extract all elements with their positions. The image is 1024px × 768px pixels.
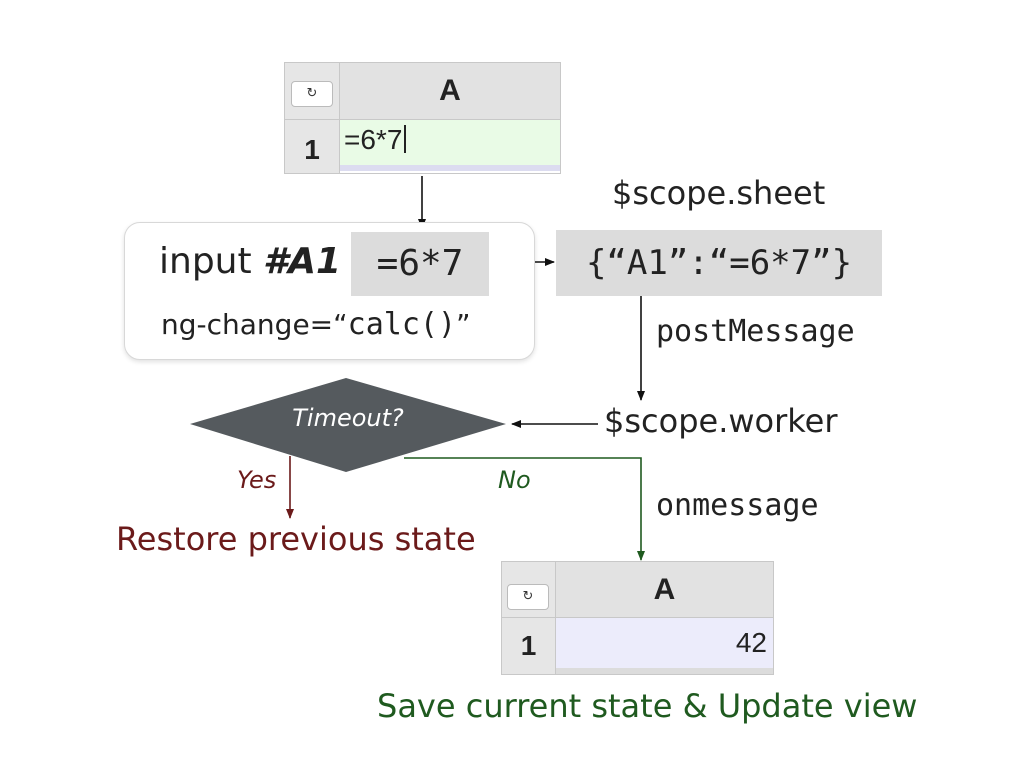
cell-a1[interactable]: =6*7	[340, 120, 560, 171]
row-header-1[interactable]: 1	[285, 120, 340, 173]
decision-text: Timeout?	[292, 404, 404, 432]
save-current-state-label: Save current state & Update view	[377, 687, 918, 725]
input-a1-field[interactable]: =6*7	[351, 232, 489, 296]
top-spreadsheet: ↻ A 1 =6*7	[284, 62, 561, 174]
post-message-label: postMessage	[656, 314, 855, 349]
cell-a1-value: =6*7	[344, 124, 403, 155]
input-box: input #A1 =6*7 ng-change=“calc()”	[124, 222, 535, 360]
scope-sheet-label: $scope.sheet	[612, 174, 826, 212]
sheet-corner: ↻	[285, 63, 340, 120]
arrow-no-branch	[404, 457, 645, 561]
ng-change-suffix: ”	[456, 308, 471, 341]
input-label: input #A1	[159, 241, 341, 282]
cell-a1[interactable]: 42	[556, 618, 773, 674]
row-header-1[interactable]: 1	[502, 618, 556, 674]
no-label: No	[498, 466, 531, 494]
column-header-a[interactable]: A	[556, 562, 773, 618]
input-label-id: #A1	[263, 241, 342, 282]
text-caret	[404, 125, 407, 153]
yes-label: Yes	[237, 466, 277, 494]
bottom-spreadsheet: ↻ A 1 42	[501, 561, 774, 675]
sheet-corner: ↻	[502, 562, 556, 618]
scope-worker-label: $scope.worker	[604, 402, 838, 440]
onmessage-label: onmessage	[656, 488, 819, 523]
ng-change-attribute: ng-change=“calc()”	[161, 307, 471, 342]
input-label-prefix: input	[159, 241, 264, 282]
column-header-a[interactable]: A	[340, 63, 560, 120]
refresh-icon[interactable]: ↻	[507, 584, 549, 610]
decision-diamond	[190, 378, 506, 472]
refresh-icon[interactable]: ↻	[291, 81, 333, 107]
scope-sheet-value: {“A1”:“=6*7”}	[556, 230, 882, 296]
restore-previous-state-label: Restore previous state	[116, 520, 476, 558]
ng-change-prefix: ng-change=“	[161, 308, 348, 341]
ng-change-call: calc()	[347, 307, 457, 342]
